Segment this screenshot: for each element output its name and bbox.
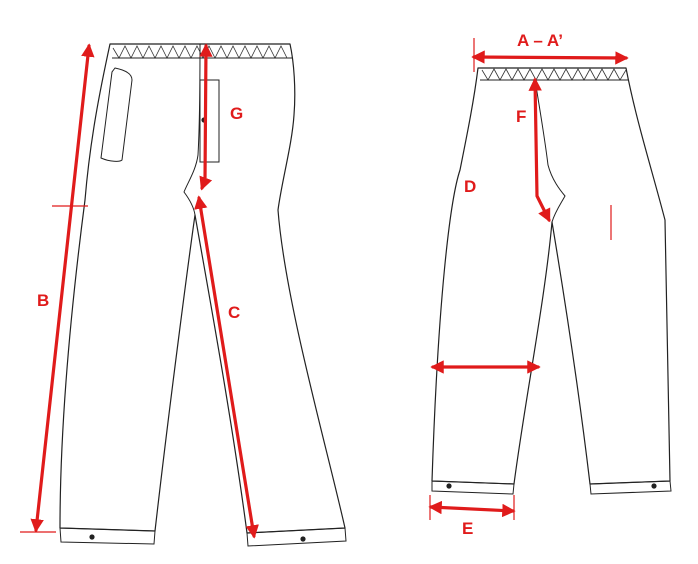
measure-f-arrow <box>528 77 551 223</box>
label-g: G <box>230 104 243 123</box>
back-left-hem <box>431 480 515 495</box>
measure-a-arrow <box>471 50 629 65</box>
front-right-hem-snap <box>300 536 306 542</box>
label-f: F <box>516 107 526 126</box>
measure-c-arrow <box>194 195 259 539</box>
back-right-hem-snap <box>651 483 657 489</box>
measure-g-arrow <box>199 43 213 191</box>
label-a: A – A’ <box>517 31 563 50</box>
front-view-trousers <box>20 43 347 547</box>
label-e: E <box>462 519 473 538</box>
front-side-pocket <box>100 67 133 162</box>
front-left-hem-snap <box>89 534 95 540</box>
label-b: B <box>37 291 49 310</box>
label-c: C <box>228 303 240 322</box>
back-waist-elastic-stitching <box>481 68 627 81</box>
back-left-hem-snap <box>446 483 452 489</box>
back-view-trousers <box>429 38 672 520</box>
front-trousers-outline <box>59 43 346 534</box>
measure-e-arrow <box>428 500 516 518</box>
back-right-hem <box>589 480 672 495</box>
front-left-hem <box>59 527 156 545</box>
measure-b-arrow <box>30 43 95 533</box>
front-right-hem <box>246 527 347 547</box>
back-trousers-outline <box>431 67 671 485</box>
label-d: D <box>464 177 476 196</box>
